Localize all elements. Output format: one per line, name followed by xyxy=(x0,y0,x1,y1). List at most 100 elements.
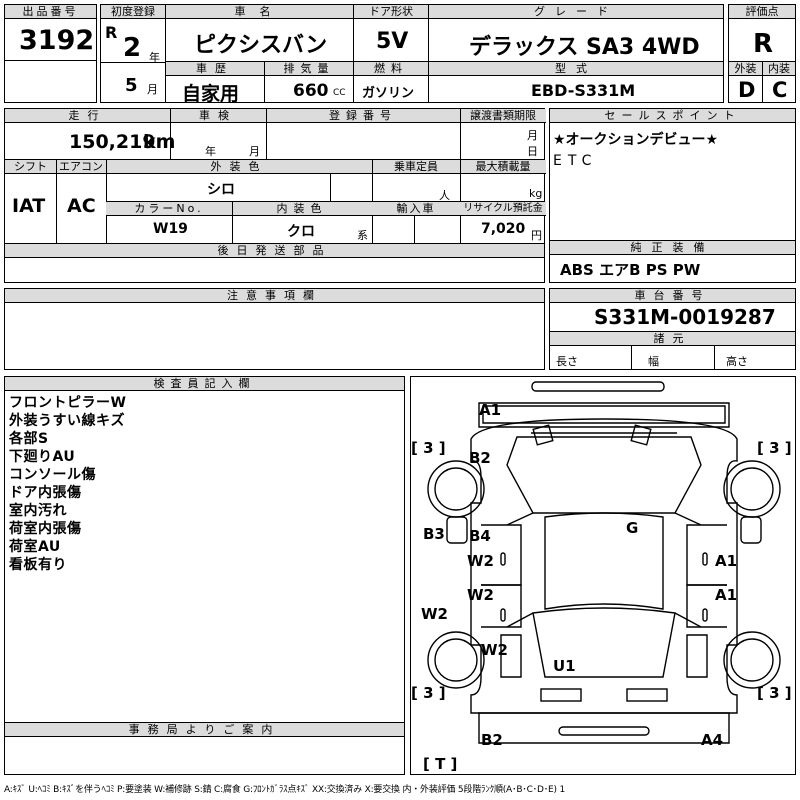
lot-label: 出品番号 xyxy=(5,5,96,19)
office-label: 事務局よりご案内 xyxy=(5,722,404,737)
recycle-label: リサイクル預託金 xyxy=(460,202,546,216)
import-label: 輸入車 xyxy=(372,202,460,216)
registration-label: 登録番号 xyxy=(266,109,460,123)
capacity-unit: 人 xyxy=(439,189,450,202)
mark-b4: B4 xyxy=(469,527,491,545)
lot-number: 3192 xyxy=(19,25,95,56)
mileage-unit: km xyxy=(143,131,176,153)
equipment-box: 純正装備 ABS エアB PS PW xyxy=(549,240,796,283)
history-label: 車歴 xyxy=(166,62,264,76)
length-label: 長さ xyxy=(556,355,578,368)
note-line: 荷室内張傷 xyxy=(9,521,82,537)
score-label: 評価点 xyxy=(729,5,795,19)
month-unit: 月 xyxy=(147,83,158,96)
model-value: EBD-S331M xyxy=(531,81,636,100)
displacement-unit: CC xyxy=(333,88,346,98)
door-value: 5V xyxy=(376,29,409,54)
height-label: 高さ xyxy=(726,355,748,368)
note-line: ドア内張傷 xyxy=(9,485,82,501)
inspection-year-unit: 年 xyxy=(205,145,216,158)
ac-label: エアコン xyxy=(56,160,106,174)
int-label: 内装 xyxy=(763,62,795,76)
sales-point-box: セールスポイント ★オークションデビュー★ ETC xyxy=(549,108,796,241)
first-reg-label: 初度登録 xyxy=(101,5,165,19)
spec-label: 諸元 xyxy=(550,331,795,346)
recycle-value: 7,020 xyxy=(481,221,526,237)
note-line: 各部S xyxy=(9,431,49,447)
note-line: 荷室AU xyxy=(9,539,61,555)
load-label: 最大積載量 xyxy=(460,160,546,174)
note-line: 看板有り xyxy=(9,557,67,573)
later-parts-label: 後日発送部品 xyxy=(5,244,544,258)
door-box: ドア形状 5V xyxy=(353,4,429,62)
legend-line: A:ｷｽﾞ U:ﾍｺﾐ B:ｷｽﾞを伴うﾍｺﾐ P:要塗装 W:補修跡 S:錆 … xyxy=(4,785,565,795)
shift-label: シフト xyxy=(5,160,56,174)
transfer-day-unit: 日 xyxy=(527,145,538,158)
blank-under-lot xyxy=(4,60,97,103)
trunk-mark: [ T ] xyxy=(423,755,458,773)
car-diagram-box: A1 [ 3 ] [ 3 ] B2 B3 B4 G W2 A1 W2 A1 W2… xyxy=(410,376,796,775)
capacity-label: 乗車定員 xyxy=(372,160,460,174)
grade-label: グレード xyxy=(429,5,723,19)
first-registration-box: 初度登録 R 2 年 5 月 xyxy=(100,4,166,103)
score-value: R xyxy=(753,29,774,59)
fuel-value: ガソリン xyxy=(362,86,415,101)
model-box: 型式 EBD-S331M xyxy=(428,61,724,103)
score-box: 評価点 R xyxy=(728,4,796,62)
interior-value: クロ xyxy=(287,224,315,240)
ext-grade-box: 外装 D xyxy=(728,61,763,103)
inspector-box: 検査員記入欄 フロントピラーW 外装うすい線キズ 各部S 下廻りAU コンソール… xyxy=(4,376,405,775)
mark-b2-front: B2 xyxy=(469,449,491,467)
note-line: 下廻りAU xyxy=(9,449,76,465)
inspection-label: 車検 xyxy=(170,109,266,123)
mileage-label: 走行 xyxy=(5,109,170,123)
car-name-box: 車名 ピクシスバン xyxy=(165,4,354,62)
mark-a4: A4 xyxy=(701,731,724,749)
tire-rr: [ 3 ] xyxy=(757,684,792,702)
ext-label: 外装 xyxy=(729,62,762,76)
mark-w2-a: W2 xyxy=(467,552,494,570)
sales-line-2: ETC xyxy=(553,153,598,169)
mark-g: G xyxy=(626,519,639,537)
shift-value: IAT xyxy=(12,195,46,217)
mark-a1-front: A1 xyxy=(479,401,502,419)
fuel-label: 燃料 xyxy=(354,62,428,76)
ext-value: D xyxy=(738,78,756,102)
tire-fr: [ 3 ] xyxy=(757,439,792,457)
vehicle-info-block: 走行 車検 登録番号 譲渡書類期限 150,219 km 年 月 月 日 シフト… xyxy=(4,108,546,283)
history-value: 自家用 xyxy=(182,83,240,105)
load-unit: kg xyxy=(529,187,543,200)
transfer-label: 譲渡書類期限 xyxy=(460,109,546,123)
colorno-label: カラーNo. xyxy=(106,202,232,216)
color-label: 外装色 xyxy=(106,160,372,174)
tire-fl: [ 3 ] xyxy=(411,439,446,457)
caution-label: 注意事項欄 xyxy=(5,289,544,303)
lot-number-box: 出品番号 3192 xyxy=(4,4,97,61)
int-value: C xyxy=(772,78,788,102)
mark-w2-b: W2 xyxy=(467,586,494,604)
mark-a1-right-a: A1 xyxy=(715,552,738,570)
grade-value: デラックス SA3 4WD xyxy=(469,35,700,60)
mark-b3: B3 xyxy=(423,525,445,543)
history-box: 車歴 自家用 xyxy=(165,61,265,105)
note-line: 室内汚れ xyxy=(9,503,67,519)
mark-w2-c: W2 xyxy=(481,641,508,659)
interior-suffix: 系 xyxy=(357,229,368,242)
mark-b2-rear: B2 xyxy=(481,731,503,749)
car-name-label: 車名 xyxy=(166,5,353,19)
month-value: 5 xyxy=(125,75,138,96)
width-label: 幅 xyxy=(648,355,659,368)
inspector-notes: フロントピラーW 外装うすい線キズ 各部S 下廻りAU コンソール傷 ドア内張傷… xyxy=(9,394,126,574)
equipment-value: ABS エアB PS PW xyxy=(560,261,701,279)
sales-line-1: ★オークションデビュー★ xyxy=(553,132,719,148)
year-value: 2 xyxy=(123,33,142,63)
caution-box: 注意事項欄 xyxy=(4,288,545,370)
ac-value: AC xyxy=(67,195,96,217)
note-line: フロントピラーW xyxy=(9,395,127,411)
model-label: 型式 xyxy=(429,62,723,76)
inspector-label: 検査員記入欄 xyxy=(5,377,404,391)
mark-w2-left: W2 xyxy=(421,605,448,623)
mark-u1: U1 xyxy=(553,657,576,675)
mark-a1-right-b: A1 xyxy=(715,586,738,604)
chassis-value: S331M-0019287 xyxy=(594,305,776,329)
